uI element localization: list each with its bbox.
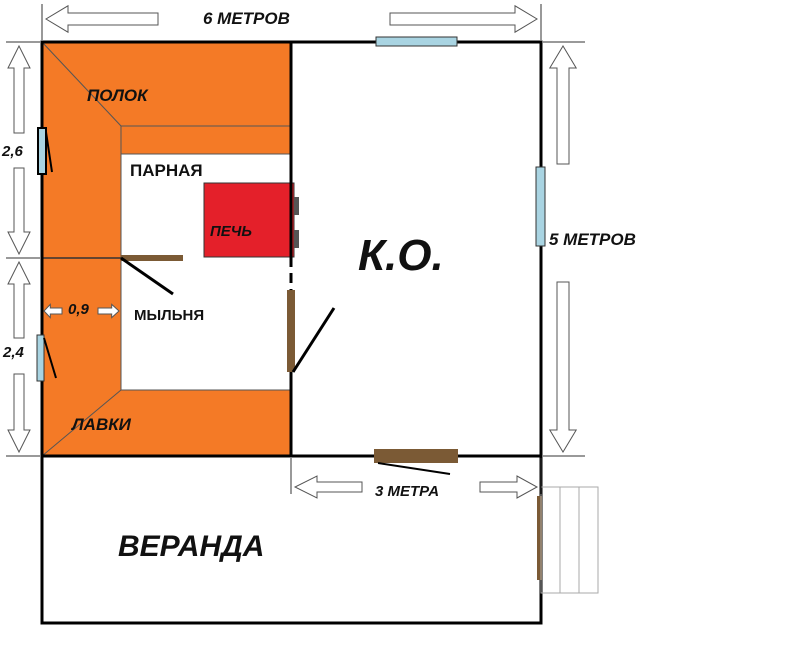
window-left-upper	[37, 127, 47, 175]
left-upper-dimension-label: 2,6	[1, 143, 24, 160]
arrow-mid-left	[293, 475, 363, 499]
window-left-lower	[36, 334, 45, 382]
arrow-right-down	[548, 281, 578, 453]
parnaya-label: ПАРНАЯ	[130, 161, 203, 180]
top-dimension-label: 6 МЕТРОВ	[203, 9, 290, 28]
mylnya-label: МЫЛЬНЯ	[134, 307, 204, 324]
arrow-right-up	[548, 45, 578, 165]
pech-label: ПЕЧЬ	[210, 223, 252, 240]
entrance-door-swing	[377, 462, 451, 475]
lavki-label: ЛАВКИ	[70, 415, 132, 434]
wash-room-door-leaf	[287, 290, 295, 372]
arrow-bench-right	[97, 303, 120, 319]
lavki-corner-line	[41, 389, 122, 457]
window-right	[535, 166, 546, 247]
steam-room-door-leaf	[121, 255, 183, 261]
arrow-top-left	[45, 4, 159, 34]
right-dimension-label: 5 МЕТРОВ	[549, 230, 636, 249]
stairs-outline	[540, 486, 599, 594]
ko-label: К.О.	[358, 231, 444, 280]
bench-width-label: 0,9	[68, 301, 90, 318]
stairs	[540, 486, 599, 594]
arrow-left-lower-down	[7, 373, 31, 454]
arrow-bench-left	[43, 303, 63, 319]
walls	[40, 40, 543, 625]
polok-label: ПОЛОК	[87, 86, 149, 105]
bench-area	[41, 41, 291, 457]
window-top	[375, 36, 458, 47]
dimension-ticks	[6, 4, 585, 494]
arrow-mid-right	[479, 475, 539, 499]
polok-fill-top	[42, 42, 291, 126]
stove-firebox-2	[294, 230, 299, 248]
veranda-door	[537, 496, 542, 580]
wash-room-door-swing	[291, 307, 336, 373]
steam-room-door-swing	[120, 256, 174, 296]
left-lower-dimension-label: 2,4	[2, 344, 25, 361]
arrow-left-upper-up	[7, 44, 31, 134]
dimension-arrows	[7, 4, 578, 499]
entrance-door-leaf	[374, 449, 458, 463]
polok-corner-line	[41, 41, 122, 127]
arrow-top-right	[389, 4, 538, 34]
middle-dimension-label: 3 МЕТРА	[375, 483, 439, 500]
stove	[203, 182, 295, 258]
arrow-left-lower-up	[7, 260, 31, 339]
doors	[120, 255, 542, 580]
window-left-lower-sash	[43, 337, 57, 379]
veranda-label: ВЕРАНДА	[118, 530, 264, 563]
window-left-upper-sash	[45, 131, 53, 173]
polok-fill-ledge	[121, 126, 291, 154]
arrow-left-upper-down	[7, 167, 31, 256]
lavki-fill-bottom	[42, 390, 291, 456]
stove-firebox	[294, 197, 299, 215]
windows	[36, 36, 546, 382]
